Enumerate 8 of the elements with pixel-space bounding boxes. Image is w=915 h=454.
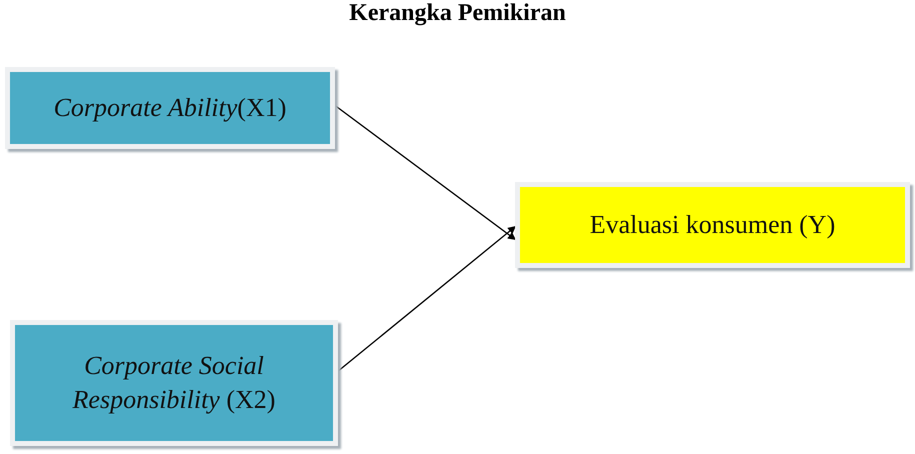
variable-label: Corporate Social Responsibility (X2) xyxy=(71,350,276,416)
variable-label: Evaluasi konsumen (Y) xyxy=(590,209,836,242)
diagram-title: Kerangka Pemikiran xyxy=(348,0,567,27)
arrow xyxy=(336,226,516,372)
variable-box xyxy=(515,182,910,268)
variable-label: Corporate Ability(X1) xyxy=(54,92,286,124)
variable-box xyxy=(10,320,338,446)
variable-box xyxy=(5,67,335,149)
